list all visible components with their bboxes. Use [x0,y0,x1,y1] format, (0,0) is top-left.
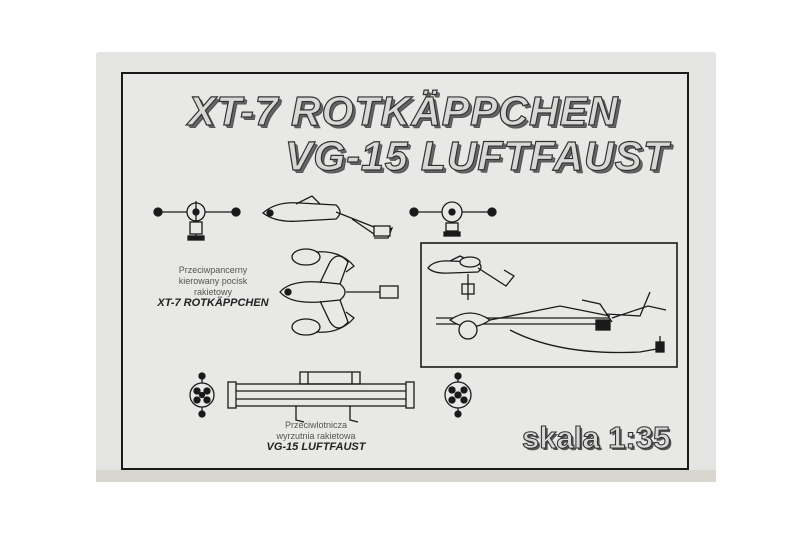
title-line-2: VG-15 LUFTFAUST [284,132,670,179]
rocket-caption-name: XT-7 ROTKÄPPCHEN [157,297,269,309]
launcher-caption-name: VG-15 LUFTFAUST [266,441,366,453]
scale-label: skala 1:35 [521,419,671,455]
launcher-caption-line-2: wyrzutnia rakietowa [276,431,356,441]
rocket-caption-line-1: Przeciwpancerny [178,265,248,275]
launcher-side-view [227,371,415,423]
rocket-caption-line-3: rakietowy [193,287,232,297]
launcher-front-view-right [444,372,472,418]
title-line-1: XT-7 ROTKÄPPCHEN [187,87,619,134]
launcher-caption-line-1: Przeciwlotnicza [284,420,348,430]
rocket-front-view [153,201,241,241]
launcher-front-view-left [189,372,215,418]
diorama-inset [420,242,678,368]
rocket-rear-view [409,201,497,237]
rocket-top-view [279,248,399,336]
rocket-caption-line-2: kierowany pocisk [178,276,248,286]
rocket-caption: Przeciwpancerny kierowany pocisk rakieto… [146,265,280,309]
launcher-caption: Przeciwlotnicza wyrzutnia rakietowa VG-1… [252,420,380,453]
rocket-side-view [261,195,394,239]
kit-box-edge [96,470,716,482]
